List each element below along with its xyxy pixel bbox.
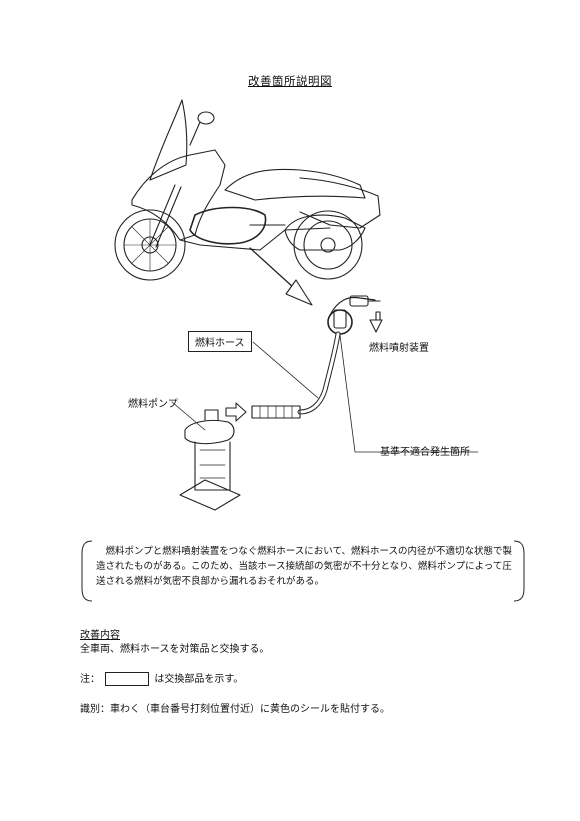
fuel-injector-label: 燃料噴射装置	[369, 343, 429, 354]
fuel-pump-label: 燃料ポンプ	[128, 399, 178, 410]
highlight-ellipse	[189, 206, 267, 245]
description-bracket	[81, 540, 525, 602]
connection-arrow	[225, 402, 247, 422]
hose-end-circle	[327, 309, 353, 335]
improvement-body: 全車両、燃料ホースを対策品と交換する。	[80, 644, 270, 655]
pump-flange	[184, 419, 235, 445]
improvement-heading: 改善内容	[80, 630, 120, 641]
pump-filter	[179, 479, 241, 511]
front-wheel	[114, 209, 186, 281]
front-cowl	[131, 149, 226, 241]
seat	[224, 168, 366, 201]
windscreen	[149, 99, 188, 181]
page-title: 改善箇所説明図	[248, 74, 332, 88]
note-line: 注： は交換部品を示す。	[80, 670, 243, 686]
identification-text: 識別：車わく（車台番号打刻位置付近）に黄色のシールを貼付する。	[80, 704, 390, 715]
replacement-part-legend-box	[105, 672, 150, 686]
pointer-arrow	[285, 279, 313, 306]
description-text: 燃料ポンプと燃料噴射装置をつなぐ燃料ホースにおいて、燃料ホースの内径が不適切な状…	[96, 546, 513, 587]
engine	[284, 214, 366, 251]
noncompliance-leader	[339, 334, 479, 453]
pump-body	[194, 441, 231, 491]
note-prefix: 注：	[80, 674, 100, 685]
fuel-hose-label: 燃料ホース	[188, 331, 252, 352]
injector-arrow	[369, 319, 383, 333]
noncompliance-label: 基準不適合発生箇所	[380, 447, 470, 458]
rear-wheel	[293, 210, 363, 280]
note-suffix: は交換部品を示す。	[154, 674, 244, 685]
injector-pipe	[329, 296, 376, 316]
